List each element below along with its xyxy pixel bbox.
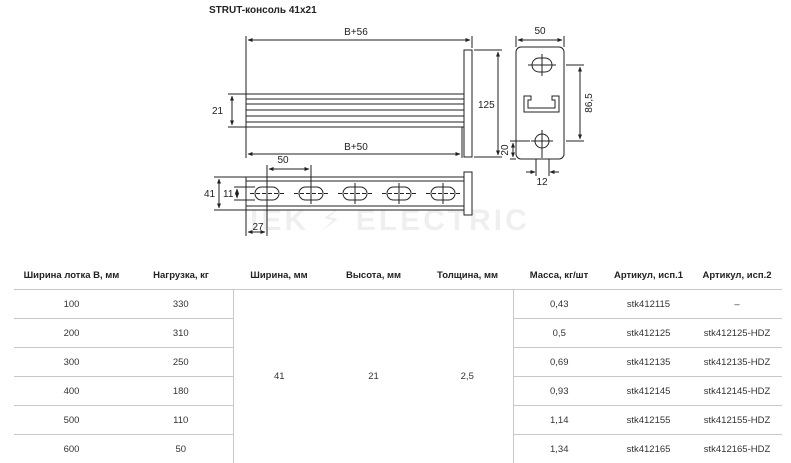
header-tray-width: Ширина лотка В, мм — [14, 262, 129, 290]
dim-41: 41 — [204, 189, 216, 200]
cell-article-2: stk412155-HDZ — [692, 406, 782, 435]
dim-21: 21 — [212, 106, 224, 117]
dim-27: 27 — [252, 222, 264, 233]
dim-86-5: 86,5 — [584, 93, 595, 113]
table-header-row: Ширина лотка В, мм Нагрузка, кг Ширина, … — [14, 262, 782, 290]
cell-tray-width: 100 — [14, 290, 129, 319]
cell-load: 250 — [129, 348, 233, 377]
header-mass: Масса, кг/шт — [513, 262, 605, 290]
cell-load: 180 — [129, 377, 233, 406]
cell-article-2: stk412165-HDZ — [692, 435, 782, 463]
cell-mass: 0,69 — [513, 348, 605, 377]
header-thickness: Толщина, мм — [422, 262, 513, 290]
cell-mass: 1,34 — [513, 435, 605, 463]
cell-mass: 1,14 — [513, 406, 605, 435]
dim-end-12: 12 — [536, 177, 548, 188]
cell-article-1: stk412155 — [605, 406, 692, 435]
cell-tray-width: 500 — [14, 406, 129, 435]
spec-table: Ширина лотка В, мм Нагрузка, кг Ширина, … — [14, 262, 782, 463]
end-view — [510, 36, 584, 176]
cell-article-1: stk412145 — [605, 377, 692, 406]
dim-b50: B+50 — [344, 142, 368, 153]
table-row: 100 330 41 21 2,5 0,43 stk412115 – — [14, 290, 782, 319]
cell-thickness-merged: 2,5 — [422, 290, 513, 463]
cell-article-2: stk412125-HDZ — [692, 319, 782, 348]
cell-article-1: stk412135 — [605, 348, 692, 377]
cell-load: 50 — [129, 435, 233, 463]
dim-b56: B+56 — [344, 27, 368, 38]
dim-top-50: 50 — [277, 155, 289, 166]
cell-article-2: stk412145-HDZ — [692, 377, 782, 406]
cell-article-2: stk412135-HDZ — [692, 348, 782, 377]
side-view — [228, 36, 502, 158]
cell-mass: 0,5 — [513, 319, 605, 348]
header-article-2: Артикул, исп.2 — [692, 262, 782, 290]
cell-width-merged: 41 — [233, 290, 325, 463]
cell-height-merged: 21 — [325, 290, 422, 463]
cell-article-1: stk412125 — [605, 319, 692, 348]
cell-mass: 0,93 — [513, 377, 605, 406]
dim-end-50: 50 — [534, 26, 546, 37]
dim-125: 125 — [478, 100, 495, 111]
cell-mass: 0,43 — [513, 290, 605, 319]
cell-tray-width: 300 — [14, 348, 129, 377]
header-width: Ширина, мм — [233, 262, 325, 290]
cell-load: 310 — [129, 319, 233, 348]
header-height: Высота, мм — [325, 262, 422, 290]
dim-end-20: 20 — [500, 144, 511, 156]
dim-11: 11 — [223, 189, 234, 200]
header-load: Нагрузка, кг — [129, 262, 233, 290]
cell-article-1: stk412115 — [605, 290, 692, 319]
cell-article-1: stk412165 — [605, 435, 692, 463]
header-article-1: Артикул, исп.1 — [605, 262, 692, 290]
cell-load: 110 — [129, 406, 233, 435]
cell-load: 330 — [129, 290, 233, 319]
cell-tray-width: 400 — [14, 377, 129, 406]
technical-drawing: B+56 B+50 21 125 50 86,5 20 12 50 41 11 … — [0, 0, 791, 260]
cell-tray-width: 600 — [14, 435, 129, 463]
cell-tray-width: 200 — [14, 319, 129, 348]
cell-article-2: – — [692, 290, 782, 319]
